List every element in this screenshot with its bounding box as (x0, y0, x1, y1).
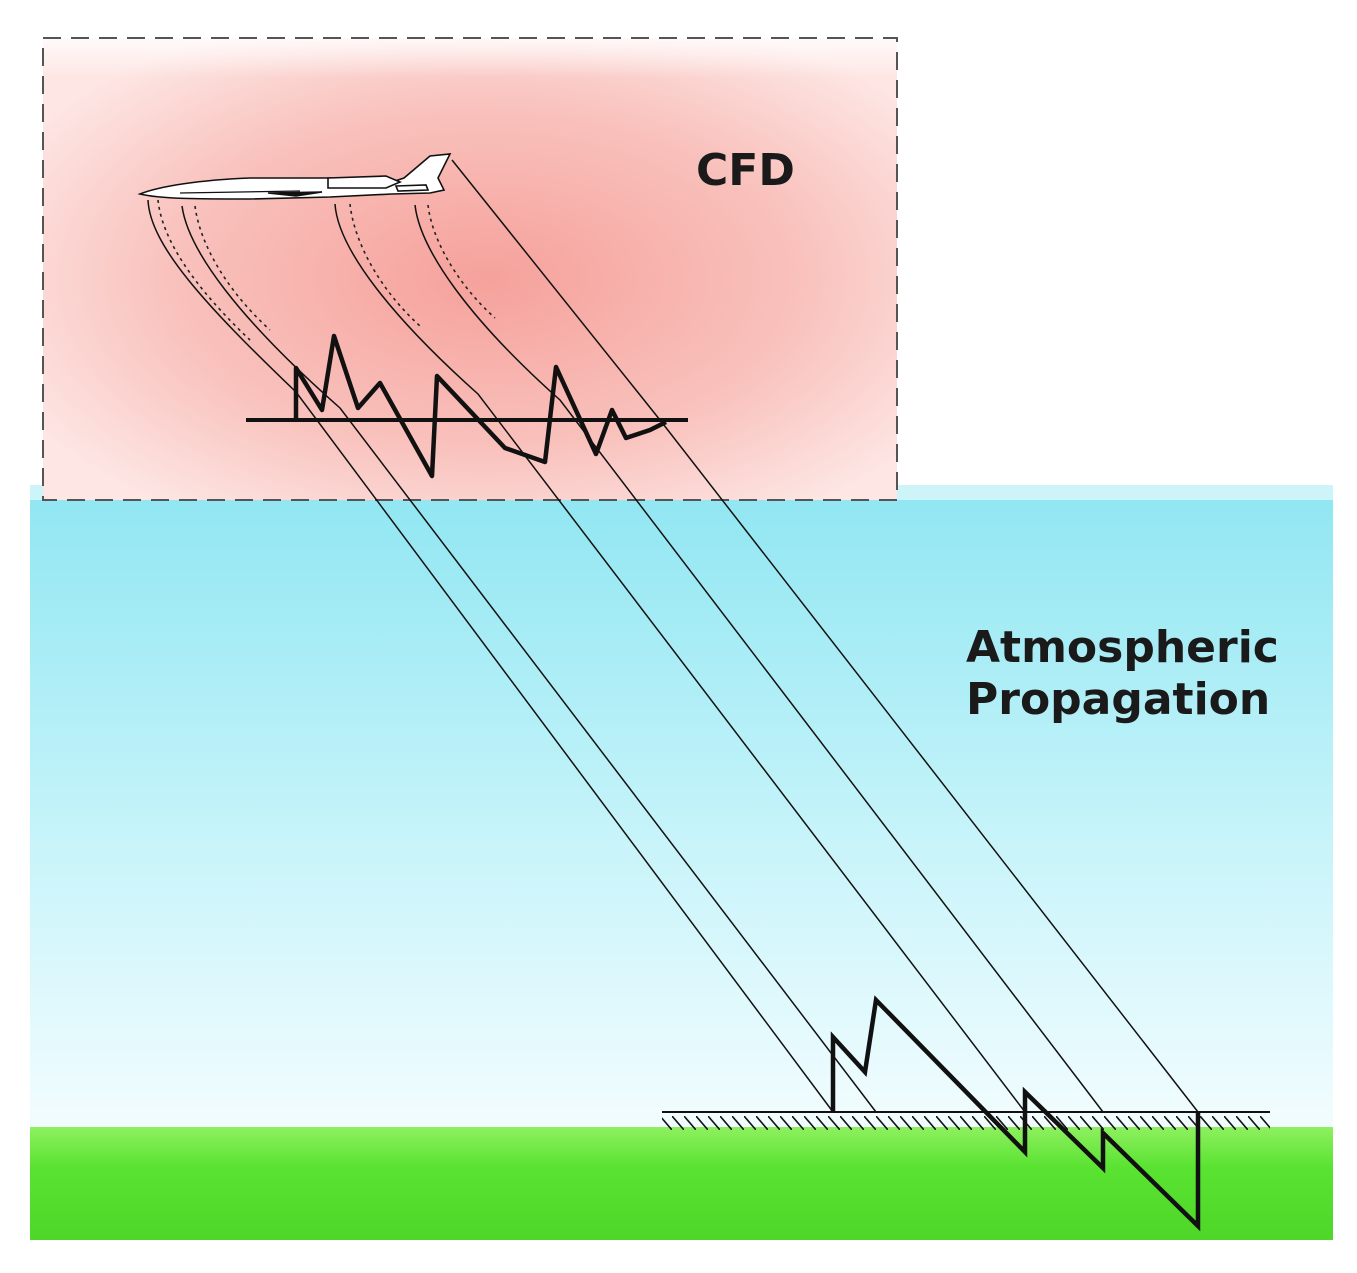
cfd-boundary (42, 37, 898, 501)
atmosphere-region (30, 485, 1333, 1140)
aircraft-icon (137, 153, 452, 200)
atmospheric-propagation-label: Atmospheric Propagation (966, 622, 1279, 726)
ground-hatching (662, 1112, 1270, 1130)
ray (181, 205, 877, 1113)
cfd-region-fade (43, 38, 897, 78)
ray-dotted-guides (157, 199, 496, 341)
ray (414, 204, 1104, 1113)
cfd-region (43, 38, 897, 500)
ray (147, 199, 834, 1113)
ray (334, 203, 1026, 1113)
atmospheric-label-line2: Propagation (966, 673, 1271, 725)
near-field-signature (293, 333, 668, 479)
ground-signature (830, 995, 1201, 1232)
atmospheric-label-line1: Atmospheric (966, 622, 1279, 673)
cfd-label: CFD (696, 145, 795, 196)
ground-region (30, 1127, 1333, 1240)
